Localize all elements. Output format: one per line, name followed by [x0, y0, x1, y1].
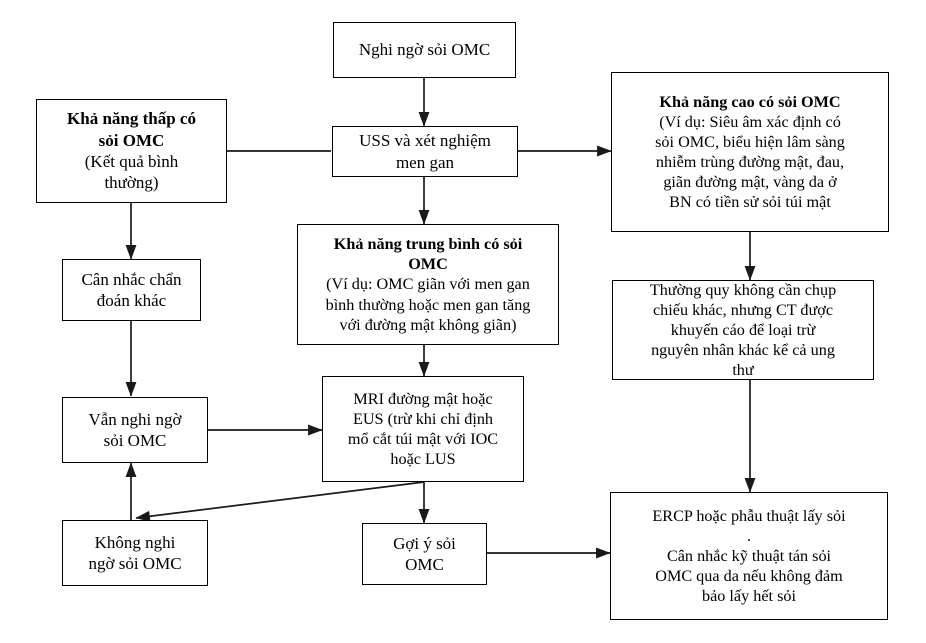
node-ercp-body: ERCP hoặc phẫu thuật lấy sỏi.Cân nhắc kỹ… — [652, 506, 846, 606]
node-ercp[interactable]: ERCP hoặc phẫu thuật lấy sỏi.Cân nhắc kỹ… — [610, 492, 888, 620]
node-high-probability[interactable]: Khả năng cao có sỏi OMC (Ví dụ: Siêu âm … — [611, 72, 889, 232]
edge-mri-to-nosuspect — [135, 481, 425, 522]
node-suspect-body: Nghi ngờ sỏi OMC — [358, 40, 491, 60]
node-high-title: Khả năng cao có sỏi OMC — [659, 92, 841, 111]
node-suspect[interactable]: Nghi ngờ sỏi OMC — [333, 22, 516, 78]
